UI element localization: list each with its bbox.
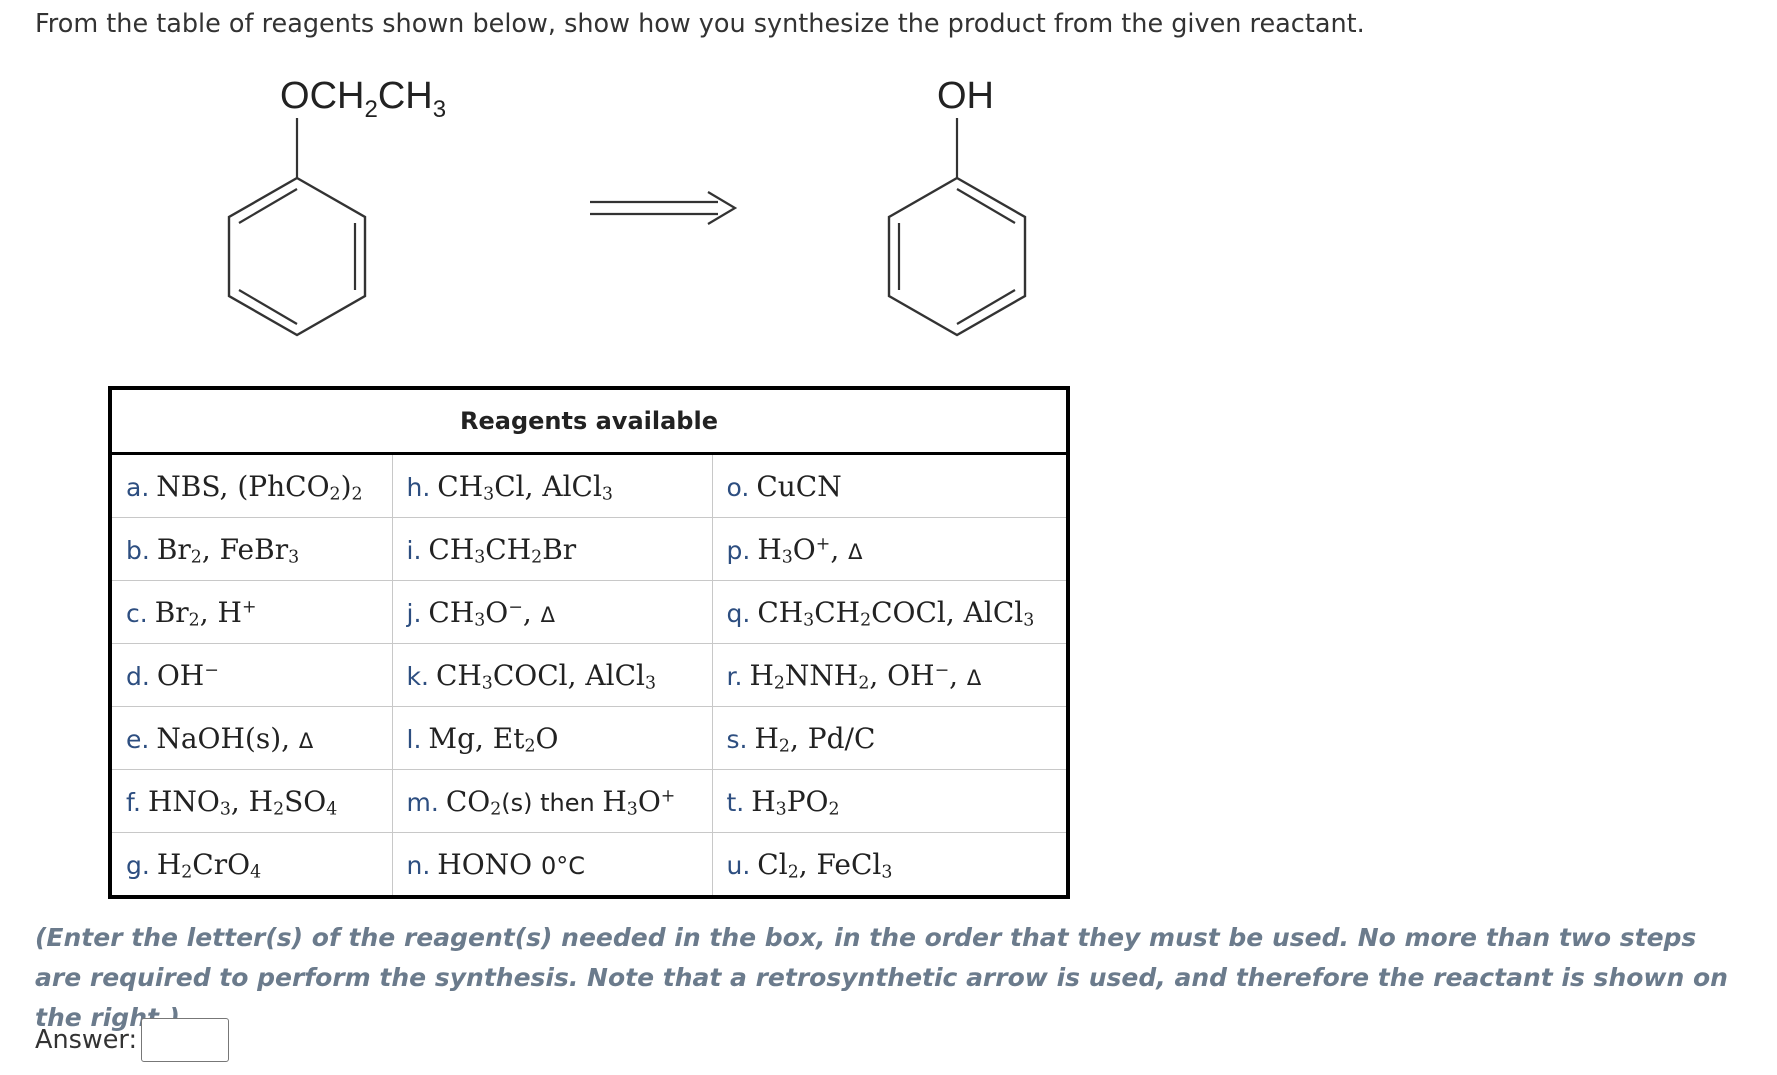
reagent-i: i.CH3CH2Br bbox=[391, 517, 713, 581]
reagent-t: t.H3PO2 bbox=[711, 769, 1069, 833]
reagent-p: p.H3O+, Δ bbox=[711, 517, 1069, 581]
reagent-q: q.CH3CH2COCl, AlCl3 bbox=[711, 580, 1069, 644]
reagent-r: r.H2NNH2, OH−, Δ bbox=[711, 643, 1069, 707]
table-row: b.Br2, FeBr3 i.CH3CH2Br p.H3O+, Δ bbox=[109, 517, 1069, 581]
reagent-b: b.Br2, FeBr3 bbox=[109, 517, 393, 581]
reaction-scheme: OCH2CH3 OH bbox=[227, 75, 1027, 337]
table-row: e.NaOH(s), Δ l.Mg, Et2O s.H2, Pd/C bbox=[109, 706, 1069, 770]
product-phenol: OH bbox=[887, 75, 1027, 337]
table-row: c.Br2, H+ j.CH3O−, Δ q.CH3CH2COCl, AlCl3 bbox=[109, 580, 1069, 644]
reagent-l: l.Mg, Et2O bbox=[391, 706, 713, 770]
reagent-f: f.HNO3, H2SO4 bbox=[109, 769, 393, 833]
ethoxy-label: OCH2CH3 bbox=[280, 75, 446, 123]
reagent-o: o.CuCN bbox=[711, 453, 1069, 518]
benzene-ring-right bbox=[887, 176, 1027, 337]
reagent-k: k.CH3COCl, AlCl3 bbox=[391, 643, 713, 707]
retrosynthetic-arrow bbox=[590, 191, 738, 225]
hydroxyl-label: OH bbox=[937, 75, 994, 117]
reagent-d: d.OH− bbox=[109, 643, 393, 707]
reagent-e: e.NaOH(s), Δ bbox=[109, 706, 393, 770]
reagents-table-header: Reagents available bbox=[110, 388, 1068, 455]
reagent-m: m.CO2(s) then H3O+ bbox=[391, 769, 713, 833]
reagent-c: c.Br2, H+ bbox=[109, 580, 393, 644]
reagent-h: h.CH3Cl, AlCl3 bbox=[391, 453, 713, 518]
table-row: a.NBS, (PhCO2)2 h.CH3Cl, AlCl3 o.CuCN bbox=[109, 453, 1069, 518]
instructions-text: (Enter the letter(s) of the reagent(s) n… bbox=[35, 923, 1728, 1032]
table-row: g.H2CrO4 n.HONO 0°C u.Cl2, FeCl3 bbox=[109, 832, 1069, 898]
answer-label: Answer: bbox=[35, 1025, 138, 1055]
reagent-g: g.H2CrO4 bbox=[109, 832, 393, 898]
reagent-a: a.NBS, (PhCO2)2 bbox=[109, 453, 393, 518]
reagent-j: j.CH3O−, Δ bbox=[391, 580, 713, 644]
reagent-s: s.H2, Pd/C bbox=[711, 706, 1069, 770]
reactant-ethoxybenzene: OCH2CH3 bbox=[227, 75, 446, 337]
table-row: d.OH− k.CH3COCl, AlCl3 r.H2NNH2, OH−, Δ bbox=[109, 643, 1069, 707]
reagent-u: u.Cl2, FeCl3 bbox=[711, 832, 1069, 898]
reagent-n: n.HONO 0°C bbox=[391, 832, 713, 898]
reagents-table: Reagents available a.NBS, (PhCO2)2 h.CH3… bbox=[108, 386, 1070, 899]
question-text: From the table of reagents shown below, … bbox=[35, 9, 1365, 39]
table-row: f.HNO3, H2SO4 m.CO2(s) then H3O+ t.H3PO2 bbox=[109, 769, 1069, 833]
benzene-ring-left bbox=[227, 176, 367, 337]
answer-input[interactable] bbox=[141, 1018, 229, 1062]
